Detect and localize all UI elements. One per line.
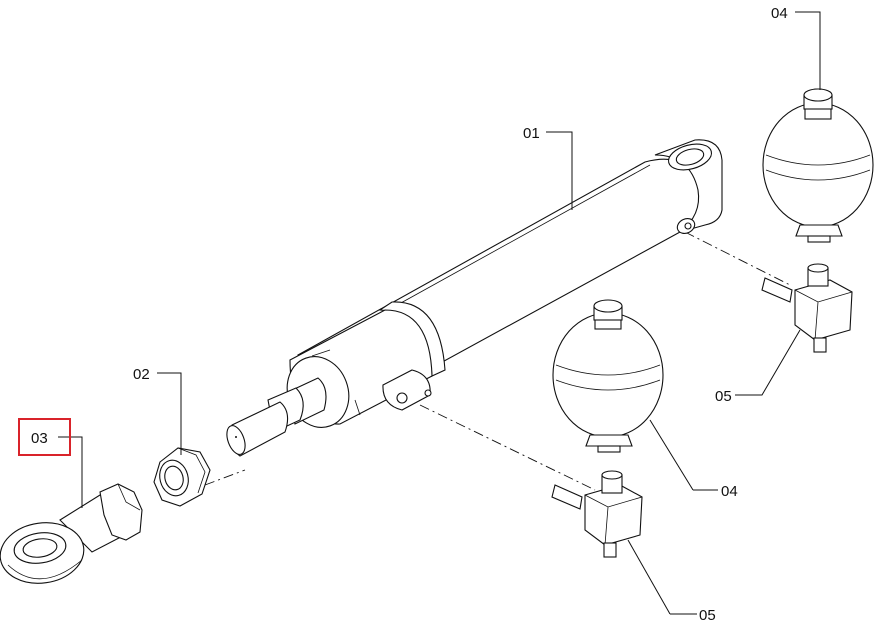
callout-04-upper: 04	[771, 5, 788, 22]
callout-05-lower: 05	[699, 607, 716, 624]
leader-lines	[58, 11, 821, 615]
callout-04-lower: 04	[721, 483, 738, 500]
callout-01: 01	[523, 125, 540, 142]
centerlines	[204, 231, 791, 491]
callout-labels: 01 02 03 04 04 05 05	[31, 5, 788, 624]
hex-nut	[153, 447, 211, 507]
rod-end	[0, 483, 143, 584]
valve-block-upper	[761, 263, 853, 353]
accumulator-lower	[552, 299, 664, 453]
callout-03: 03	[31, 430, 48, 447]
highlight-box	[18, 418, 71, 456]
callout-02: 02	[133, 366, 150, 383]
hydraulic-cylinder	[226, 139, 723, 457]
accumulator-upper	[762, 88, 874, 243]
valve-block-lower	[551, 470, 643, 558]
callout-05-upper: 05	[715, 388, 732, 405]
